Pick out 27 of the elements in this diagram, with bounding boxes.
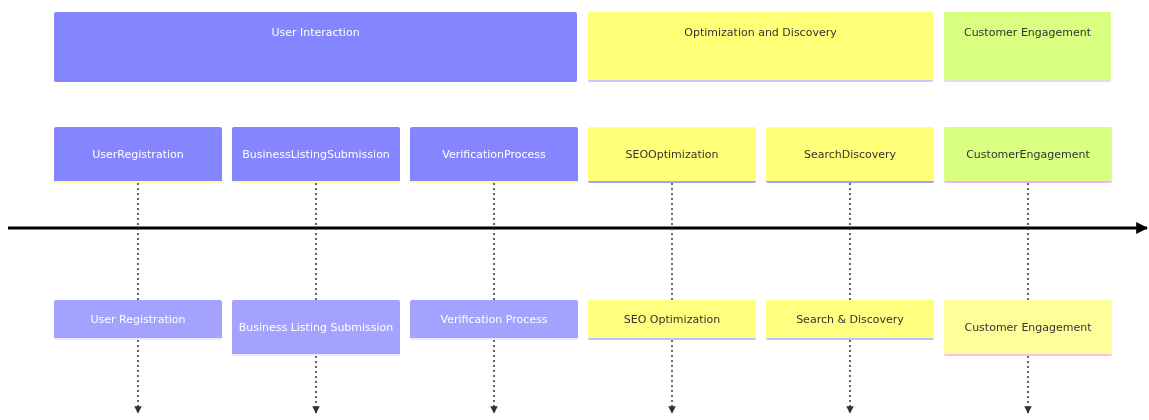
period-box: BusinessListingSubmission xyxy=(232,127,400,183)
event-box: Customer Engagement xyxy=(944,300,1112,356)
dotted-arrow xyxy=(668,339,676,414)
section-header: Customer Engagement xyxy=(944,12,1111,82)
event-box: SEO Optimization xyxy=(588,300,756,340)
dotted-arrow xyxy=(134,339,142,414)
event-box: Search & Discovery xyxy=(766,300,934,340)
period-box: SearchDiscovery xyxy=(766,127,934,183)
section-header: User Interaction xyxy=(54,12,577,82)
dotted-line xyxy=(137,182,139,301)
event-box: Business Listing Submission xyxy=(232,300,400,356)
period-box: CustomerEngagement xyxy=(944,127,1112,183)
period-box: UserRegistration xyxy=(54,127,222,183)
dotted-line xyxy=(493,182,495,301)
dotted-arrow xyxy=(490,339,498,414)
event-box: User Registration xyxy=(54,300,222,340)
dotted-arrow xyxy=(312,355,320,414)
period-box: VerificationProcess xyxy=(410,127,578,183)
dotted-line xyxy=(1027,182,1029,301)
period-box: SEOOptimization xyxy=(588,127,756,183)
dotted-arrow xyxy=(1024,355,1032,414)
dotted-line xyxy=(671,182,673,301)
event-box: Verification Process xyxy=(410,300,578,340)
dotted-line xyxy=(849,182,851,301)
dotted-line xyxy=(315,182,317,301)
section-header: Optimization and Discovery xyxy=(588,12,933,82)
dotted-arrow xyxy=(846,339,854,414)
